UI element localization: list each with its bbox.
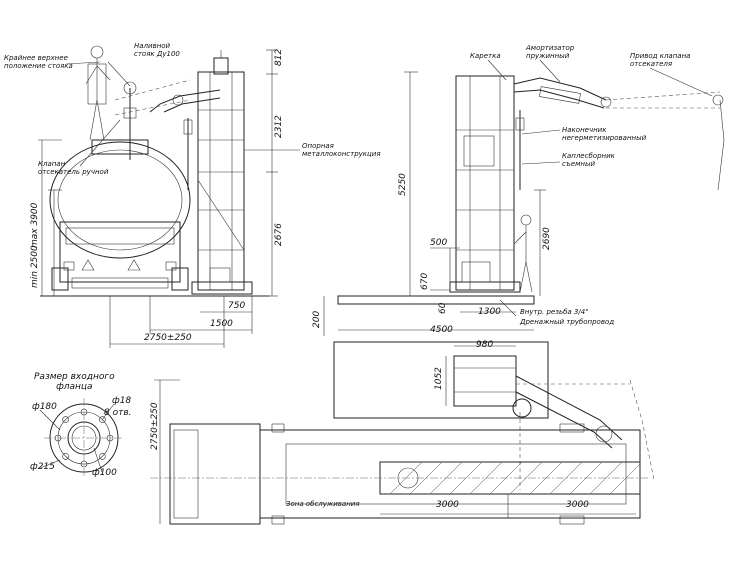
label-thread: Внутр. резьба 3/4" (520, 308, 589, 316)
truck-top (169, 423, 641, 525)
dim-2750: 2750±250 (144, 333, 192, 343)
label-collector: Каплесборник съемный (562, 152, 615, 168)
label-filling-riser: Наливной стояк Ду100 (134, 42, 180, 58)
label-flange-title: Размер входного фланца (34, 372, 115, 392)
dim-60: 60 (438, 302, 448, 314)
dim-3000-left: 3000 (436, 500, 459, 510)
dim-1300: 1300 (478, 307, 501, 317)
label-drain: Дренажный трубопровод (520, 318, 615, 326)
dim-1500: 1500 (210, 319, 233, 329)
label-damper: Амортизатор пружинный (526, 44, 575, 60)
dim-750: 750 (228, 301, 246, 311)
support-structure (149, 50, 253, 295)
plan-view (150, 341, 655, 525)
dim-max3900: max 3900 (30, 202, 40, 248)
dim-2676: 2676 (274, 223, 284, 246)
dim-670: 670 (420, 272, 430, 290)
dim-200: 200 (312, 310, 322, 328)
dim-500: 500 (430, 238, 448, 248)
label-carriage: Каретка (470, 52, 501, 60)
dim-f100: ф100 (92, 468, 117, 478)
label-valve-drive: Привод клапана отсекателя (630, 52, 691, 68)
dim-980: 980 (476, 340, 494, 350)
dim-2750-plan: 2750±250 (150, 402, 160, 450)
dim-f18: ф18 (112, 396, 132, 406)
label-valve: Клапан отсекатель ручной (38, 160, 109, 176)
dim-3000-right: 3000 (566, 500, 589, 510)
dim-2312: 2312 (274, 115, 284, 138)
dim-1052: 1052 (434, 367, 444, 390)
operator-figure (85, 45, 111, 141)
dim-f180: ф180 (32, 402, 57, 412)
dim-5250: 5250 (398, 173, 408, 196)
label-support: Опорная металлоконструкция (302, 142, 381, 158)
label-top-position: Крайнее верхнее положение стояка (4, 54, 73, 70)
left-view (38, 45, 300, 348)
person-side (513, 214, 533, 293)
dim-min2500: min 2500 (30, 245, 40, 288)
dim-f215: ф215 (30, 462, 55, 472)
dim-2690: 2690 (542, 227, 552, 250)
flange-detail (39, 398, 124, 478)
dim-holes: 8 отв. (104, 408, 132, 418)
label-tip: Наконечник негерметизированный (562, 126, 647, 142)
side-view (323, 59, 725, 336)
label-service-zone: Зона обслуживания (286, 500, 360, 508)
truck-front (49, 139, 191, 291)
dim-4500: 4500 (430, 325, 453, 335)
dim-812: 812 (274, 48, 284, 66)
